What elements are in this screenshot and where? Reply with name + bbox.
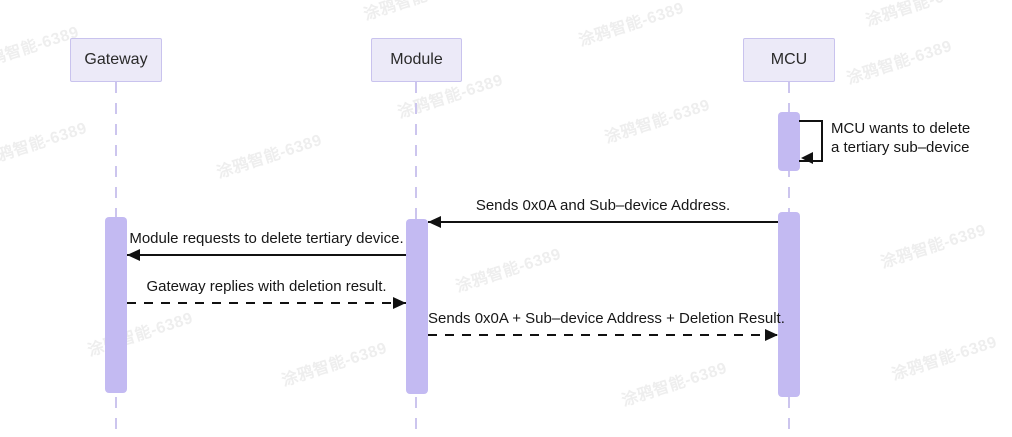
message-line-module-to-mcu [428,334,778,336]
message-label-line: MCU wants to delete [831,120,971,137]
activation-bar-mcu-self [778,112,800,171]
watermark-text: 涂鸦智能-6389 [360,0,471,25]
message-line-mcu-to-module [428,221,778,223]
watermark-text: 涂鸦智能-6389 [602,96,713,147]
arrowhead-icon [428,216,441,228]
watermark-text: 涂鸦智能-6389 [619,359,730,410]
message-label: Module requests to delete tertiary devic… [129,230,404,247]
participant-label: Gateway [84,51,148,68]
participant-label: Module [390,51,443,68]
arrowhead-icon [801,152,813,164]
watermark-text: 涂鸦智能-6389 [453,245,564,296]
message-label: Gateway replies with deletion result. [146,278,387,295]
watermark-text: 涂鸦智能-6389 [279,339,390,390]
watermark-text: 涂鸦智能-6389 [863,0,974,30]
message-label: Sends 0x0A and Sub–device Address. [475,197,731,214]
message-label: Sends 0x0A + Sub–device Address + Deleti… [428,310,785,327]
watermark-text: 涂鸦智能-6389 [214,131,325,182]
message-line-module-to-gateway [127,254,406,256]
message-line-gateway-to-module [127,302,406,304]
activation-bar-module [406,219,428,394]
watermark-text: 涂鸦智能-6389 [878,221,989,272]
participant-label: MCU [770,51,808,68]
arrowhead-icon [393,297,406,309]
activation-bar-mcu [778,212,800,397]
participant-box-module: Module [371,38,462,82]
message-label-self: MCU wants to delete a tertiary sub–devic… [831,119,970,157]
watermark-text: 涂鸦智能-6389 [576,0,687,50]
participant-box-gateway: Gateway [70,38,162,82]
watermark-text: 涂鸦智能-6389 [0,119,90,170]
watermark-text: 涂鸦智能-6389 [844,37,955,88]
arrowhead-icon [765,329,778,341]
activation-bar-gateway [105,217,127,393]
arrowhead-icon [127,249,140,261]
message-label-line: a tertiary sub–device [831,139,970,156]
watermark-text: 涂鸦智能-6389 [85,309,196,360]
participant-box-mcu: MCU [743,38,835,82]
watermark-text: 涂鸦智能-6389 [889,333,1000,384]
